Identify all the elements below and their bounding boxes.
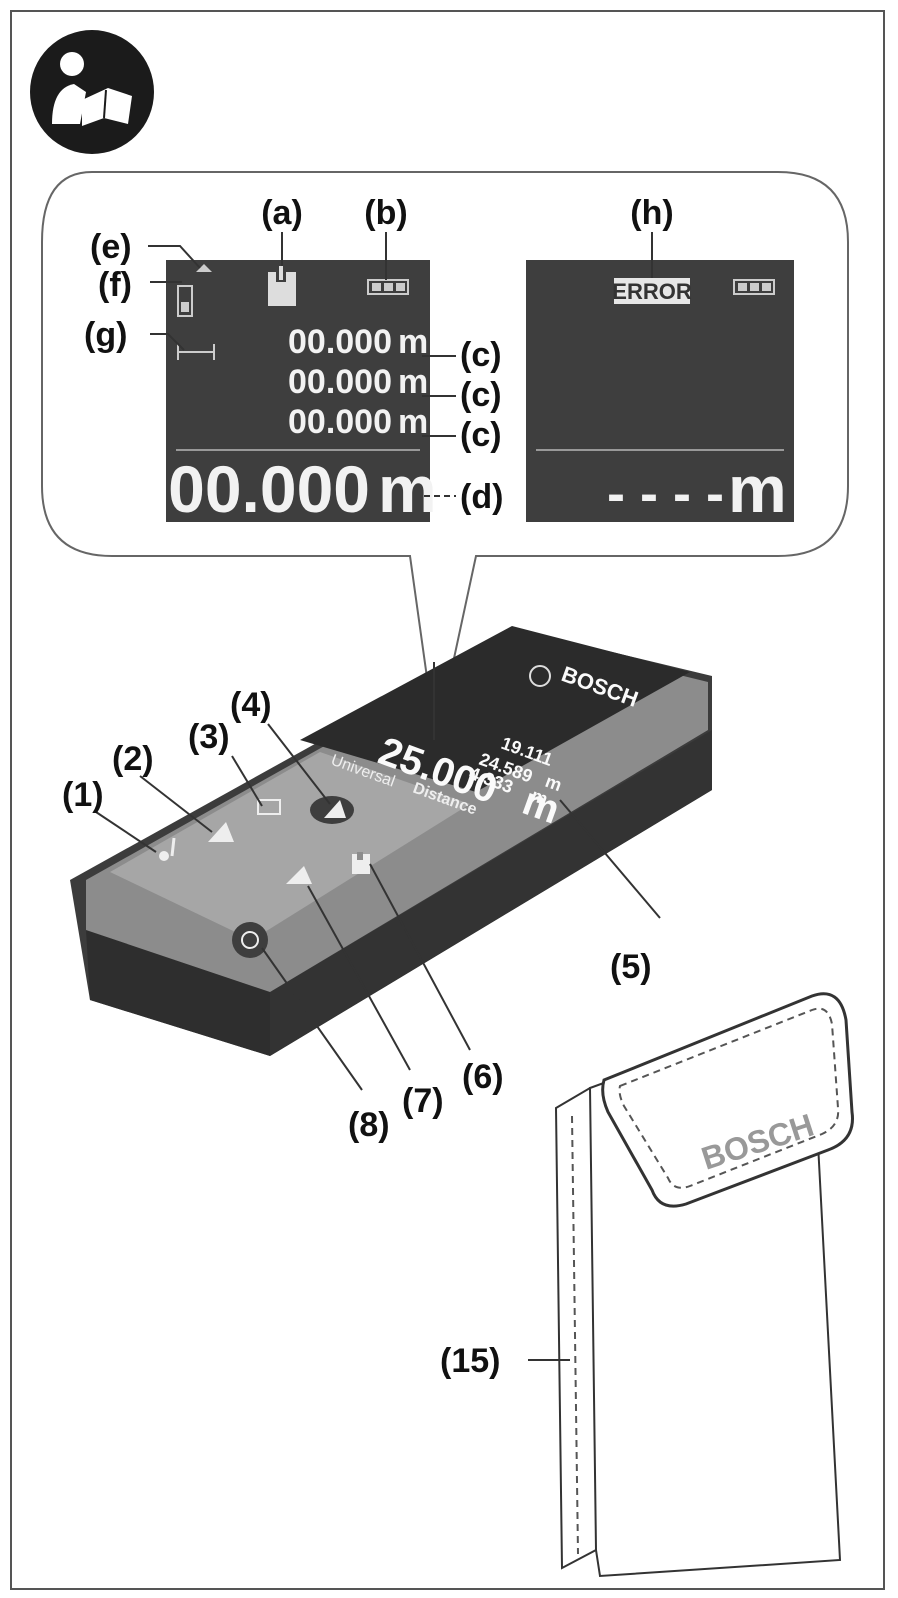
- read-manual-icon: [30, 30, 154, 154]
- callout-e: (e): [90, 228, 132, 266]
- error-main-unit: m: [728, 452, 787, 526]
- reading-row-2-unit: m: [398, 363, 428, 401]
- device-reading-3-unit: m: [529, 785, 551, 809]
- pouch-flap: [601, 992, 854, 1208]
- reference-level-icon: [177, 264, 212, 317]
- callout-a: (a): [261, 194, 303, 232]
- laser-measure-device: BOSCH 19.111 24.589 m 4.333 m 25.000 m U…: [70, 626, 712, 1056]
- display-leader-lines: [148, 232, 653, 497]
- device-reading-2-unit: m: [543, 771, 565, 795]
- device-screen: [300, 626, 690, 792]
- battery-icon-error: [733, 279, 775, 295]
- display-error: ERROR - - - - m: [526, 260, 794, 526]
- memory-icon: [268, 266, 296, 306]
- callout-g: (g): [84, 316, 127, 354]
- callout-d: (d): [460, 478, 503, 516]
- reading-row-3: 00.000: [288, 403, 392, 441]
- keypad-area: [110, 752, 470, 940]
- reading-row-1-unit: m: [398, 323, 428, 361]
- main-reading-unit: m: [378, 452, 437, 526]
- callout-h: (h): [630, 194, 673, 232]
- key-reference-icon[interactable]: [159, 837, 176, 861]
- callout-5: (5): [610, 948, 652, 986]
- measure-triangle-icon: [324, 800, 346, 818]
- main-reading: 00.000: [168, 452, 370, 526]
- error-text: ERROR: [612, 279, 692, 304]
- callout-b: (b): [364, 194, 407, 232]
- key-function-left-icon[interactable]: [208, 822, 234, 842]
- callout-15: (15): [440, 1342, 500, 1380]
- callout-4: (4): [230, 686, 272, 724]
- callout-3: (3): [188, 718, 230, 756]
- callout-c-3: (c): [460, 416, 502, 454]
- reading-row-2: 00.000: [288, 363, 392, 401]
- reading-row-3-unit: m: [398, 403, 428, 441]
- callout-f: (f): [98, 266, 132, 304]
- key-memory-icon[interactable]: [352, 852, 370, 874]
- key-function-mode-icon[interactable]: [257, 799, 281, 815]
- reading-row-1: 00.000: [288, 323, 392, 361]
- protective-pouch: BOSCH: [554, 992, 854, 1578]
- pouch-flap-stitching: [618, 1007, 840, 1189]
- callout-8: (8): [348, 1106, 390, 1144]
- callout-c-1: (c): [460, 336, 502, 374]
- callout-c-2: (c): [460, 376, 502, 414]
- length-measure-icon: [177, 344, 215, 360]
- battery-icon: [367, 279, 409, 295]
- error-main-reading: - - - -: [607, 464, 724, 524]
- key-power-button[interactable]: [232, 922, 268, 958]
- key-function-right-icon[interactable]: [286, 866, 312, 884]
- device-leader-lines: [95, 662, 661, 1091]
- pouch-side-stitching: [571, 1115, 579, 1555]
- callout-1: (1): [62, 776, 104, 814]
- lcd-screen-normal: [166, 260, 430, 522]
- callout-2: (2): [112, 740, 154, 778]
- power-icon: [241, 931, 259, 949]
- callout-6: (6): [462, 1058, 504, 1096]
- bosch-logo-icon: [529, 665, 551, 687]
- error-badge: [614, 278, 690, 304]
- display-normal: 00.000 m 00.000 m 00.000 m 00.000 m: [166, 260, 437, 526]
- callout-7: (7): [402, 1082, 444, 1120]
